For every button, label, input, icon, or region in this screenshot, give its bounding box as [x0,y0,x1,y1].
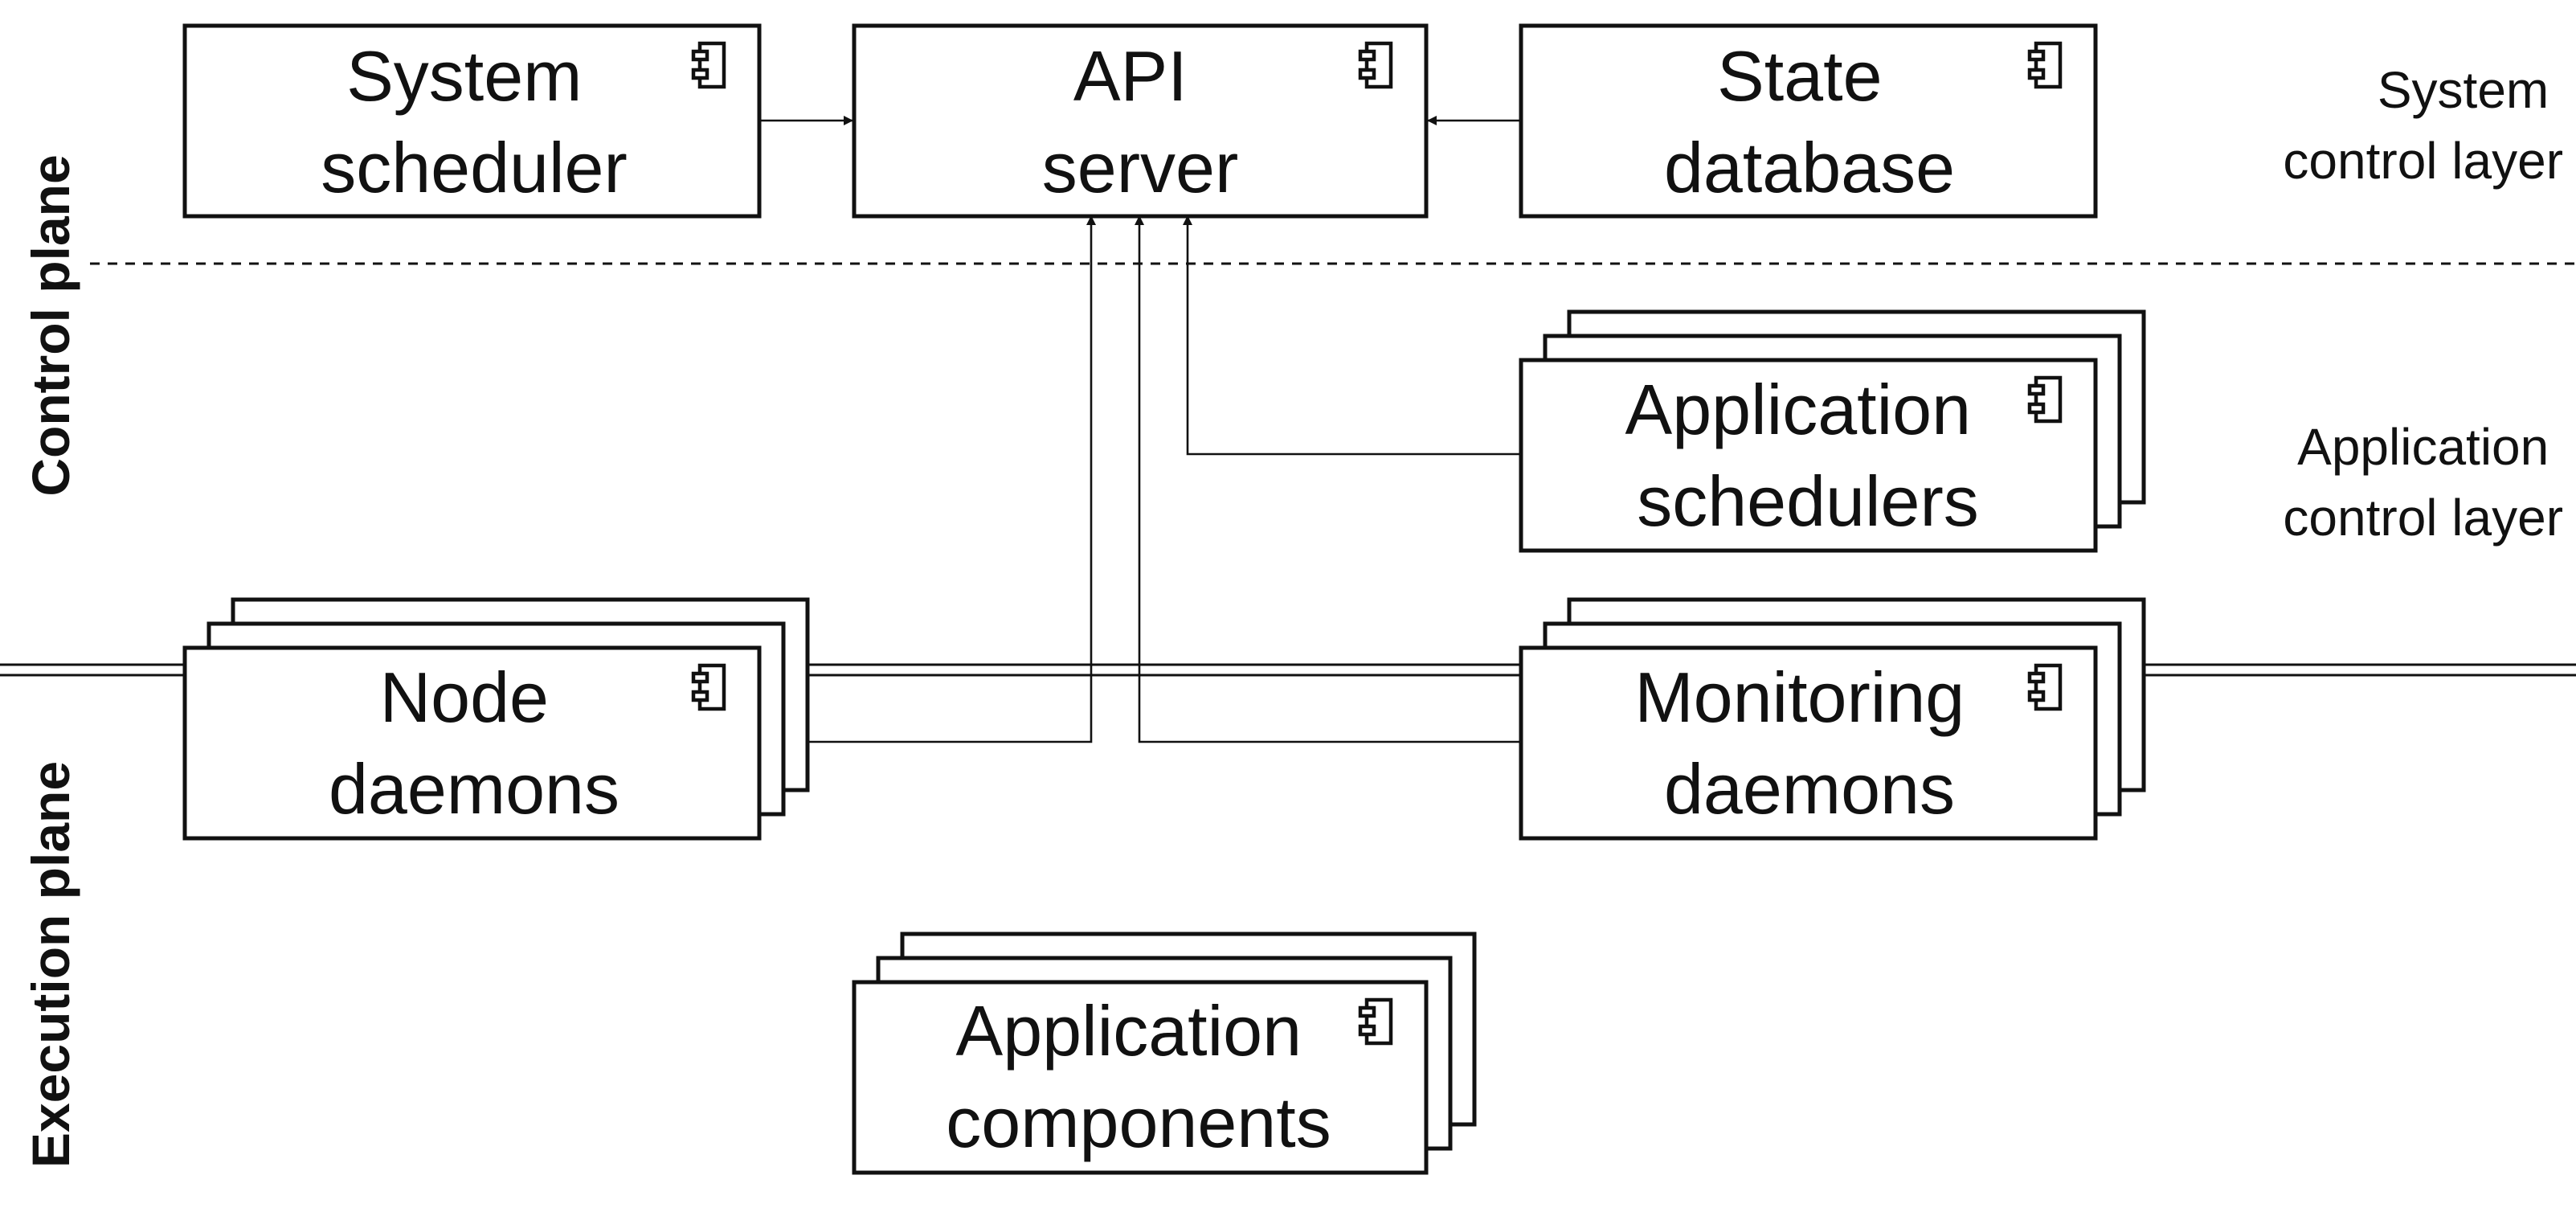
system-scheduler-component: System scheduler [182,23,762,219]
application-components-line-2: components [946,1083,1331,1162]
control-plane-label: Control plane [21,154,80,496]
system-control-layer-line-1: System [2378,61,2549,119]
system-control-layer-label: System control layer [2283,61,2563,190]
monitoring-daemons-to-api-arrow [1135,215,1521,743]
node-daemons-line-1: Node [380,657,549,737]
application-components-component: Application components [852,932,1477,1175]
state-database-component: State database [1519,23,2098,219]
api-server-line-2: server [1042,128,1239,207]
system-control-layer-line-2: control layer [2283,132,2563,190]
monitoring-daemons-component: Monitoring daemons [1519,597,2146,841]
application-control-layer-label: Application control layer [2283,418,2563,547]
application-schedulers-line-1: Application [1625,370,1972,449]
monitoring-daemons-line-1: Monitoring [1634,657,1965,737]
svg-text:System scheduler: System scheduler [321,36,628,207]
application-components-line-1: Application [956,991,1302,1071]
application-control-layer-line-2: control layer [2283,489,2563,547]
api-server-line-1: API [1073,36,1188,116]
svg-text:Node daemons: Node daemons [329,657,619,829]
node-daemons-line-2: daemons [329,749,619,829]
state-database-line-1: State [1717,36,1882,116]
application-schedulers-line-2: schedulers [1637,461,1979,541]
system-scheduler-line-1: System [346,36,582,116]
node-daemons-component: Node daemons [182,597,810,841]
svg-text:Monitoring daemons: Monitoring daemons [1634,657,1984,829]
execution-plane-label: Execution plane [21,761,80,1168]
state-database-line-2: database [1664,128,1955,207]
application-schedulers-to-api-arrow [1183,215,1521,456]
api-server-component: API server [852,23,1429,219]
svg-text:Application components: Application components [946,991,1331,1162]
system-scheduler-line-2: scheduler [321,128,628,207]
svg-text:API server: API server [1042,36,1239,207]
monitoring-daemons-line-2: daemons [1664,749,1955,829]
application-control-layer-line-1: Application [2297,418,2549,476]
svg-text:Application schedulers: Application schedulers [1625,370,1991,541]
application-schedulers-component: Application schedulers [1519,309,2146,553]
node-daemons-to-api-arrow [759,215,1096,743]
svg-text:State database: State database [1664,36,1955,207]
